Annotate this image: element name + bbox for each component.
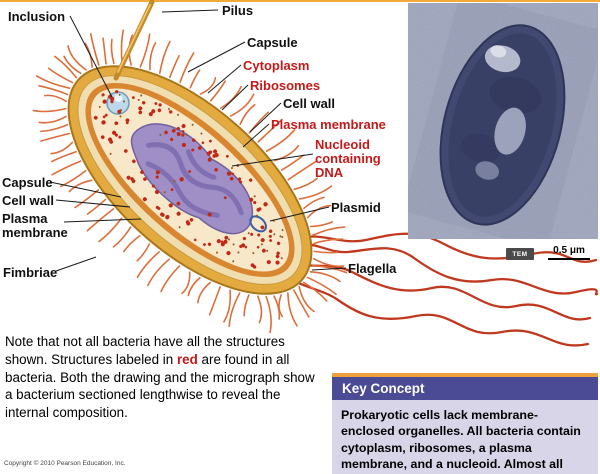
key-concept-title: Key Concept (332, 377, 598, 400)
note-text-before: Note that not all bacteria have all the … (5, 334, 285, 367)
key-concept-body: Prokaryotic cells lack membrane-enclosed… (332, 400, 598, 474)
pilus-rod (113, 0, 155, 81)
note-paragraph: Note that not all bacteria have all the … (5, 333, 321, 422)
label-fimbriae: Fimbriae (3, 265, 58, 280)
note-red-word: red (176, 351, 198, 367)
label-inclusion: Inclusion (8, 9, 66, 24)
scale-bar: 0.5 μm (548, 245, 590, 260)
tem-badge: TEM (506, 248, 534, 260)
flagella-tails (272, 232, 599, 347)
copyright-text: Copyright © 2010 Pearson Education, Inc. (4, 460, 126, 467)
tem-micrograph (401, 0, 600, 250)
label-cell-wall-right: Cell wall (283, 96, 336, 111)
fimbriae-hairs (32, 29, 348, 334)
ribosome-dots (93, 90, 284, 269)
label-nucleoid: Nucleoid containing DNA (315, 137, 381, 181)
inclusion-highlight (114, 94, 123, 103)
scale-label: 0.5 μm (553, 245, 585, 256)
label-plasma-membrane-right: Plasma membrane (271, 117, 386, 132)
bacterium-body (32, 29, 348, 334)
dna-strands (145, 142, 244, 218)
tem-micrograph-image (401, 0, 600, 250)
label-cell-wall-left: Cell wall (2, 193, 55, 208)
label-capsule-top: Capsule (247, 35, 298, 50)
label-plasmid: Plasmid (331, 200, 381, 215)
label-flagella: Flagella (348, 261, 397, 276)
scale-bar-line (548, 258, 590, 260)
top-accent-rule (0, 0, 600, 2)
label-capsule-left: Capsule (2, 175, 53, 190)
note-text-after: are found in all bacteria. Both the draw… (5, 351, 315, 421)
label-cytoplasm: Cytoplasm (243, 58, 310, 73)
label-plasma-membrane-left: Plasma membrane (2, 211, 68, 241)
key-concept-box: Key Concept Prokaryotic cells lack membr… (332, 373, 598, 474)
plasmid-loop (249, 215, 267, 233)
leader-lines (49, 9, 347, 272)
label-ribosomes: Ribosomes (250, 78, 321, 93)
label-pilus: Pilus (222, 3, 254, 18)
